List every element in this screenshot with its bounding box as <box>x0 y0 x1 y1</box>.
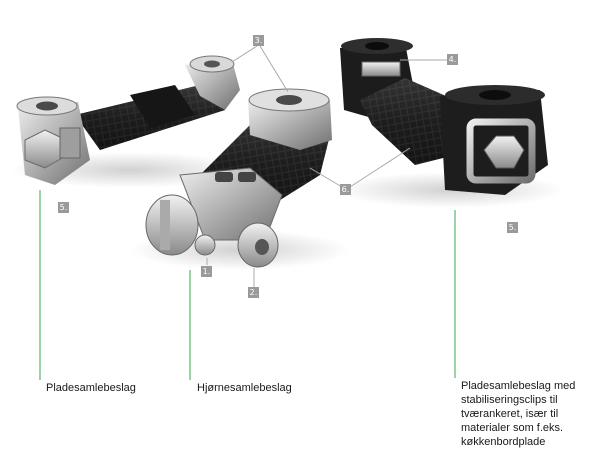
marker-2: 2. <box>248 287 259 298</box>
left-fitting <box>10 55 250 188</box>
middle-fitting <box>130 88 350 270</box>
caption-plate-fitting: Pladesamlebeslag <box>46 382 136 394</box>
marker-1: 1. <box>201 266 212 277</box>
marker-3: 3. <box>253 35 264 46</box>
marker-4: 4. <box>447 54 458 65</box>
marker-5-left: 5. <box>58 202 69 213</box>
caption-line: Pladesamlebeslag med <box>461 380 576 392</box>
caption-line: tværankeret, især til <box>461 408 559 420</box>
caption-plate-fitting-clips: Pladesamlebeslag med stabiliseringsclips… <box>461 379 575 449</box>
marker-6: 6. <box>340 184 351 195</box>
right-fitting <box>335 38 565 208</box>
caption-line: stabiliseringsclips til <box>461 394 558 406</box>
caption-line: materialer som f.eks. <box>461 422 564 434</box>
caption-corner-fitting: Hjørnesamlebeslag <box>197 382 292 394</box>
caption-line: køkkenbordplade <box>461 436 546 448</box>
leader-lines <box>39 45 456 380</box>
marker-5-right: 5. <box>507 222 518 233</box>
